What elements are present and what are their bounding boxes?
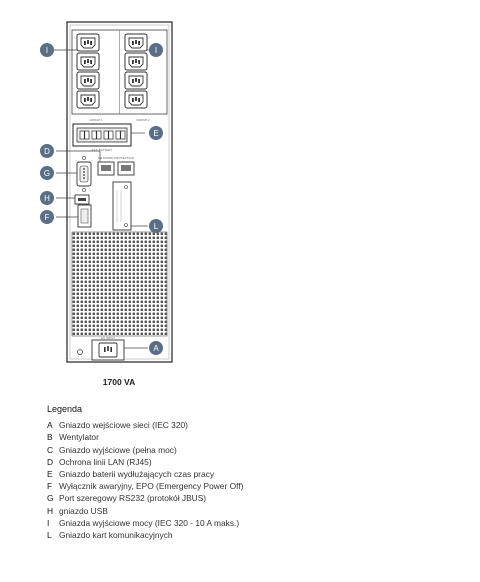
output-socket — [124, 71, 148, 90]
model-label: 1700 VA — [102, 377, 136, 387]
badge-card-slot: L — [149, 219, 163, 233]
legend-text: Wentylator — [59, 432, 99, 443]
output-socket — [124, 90, 148, 109]
legend-key: C — [47, 444, 54, 455]
legend-item: I Gniazda wyjściowe mocy (IEC 320 - 10 A … — [47, 517, 467, 529]
legend-key: F — [47, 481, 53, 492]
lan-protection-ports — [97, 161, 135, 176]
legend-text: Gniazdo wejściowe sieci (IEC 320) — [59, 420, 188, 431]
legend-key: D — [47, 456, 54, 467]
legend-list: A Gniazdo wejściowe sieci (IEC 320) B Wenty… — [47, 419, 467, 541]
legend-item: G Port szeregowy RS232 (protokół JBUS) — [47, 492, 467, 504]
badge-text: G — [44, 169, 50, 178]
communication-card-slot — [112, 181, 132, 231]
legend: Legenda A Gniazdo wejściowe sieci (IEC 32… — [47, 403, 467, 541]
legend-key: H — [47, 505, 54, 516]
output-socket — [76, 33, 100, 52]
legend-text: gniazdo USB — [59, 505, 108, 516]
input-caption: AC INPUT — [101, 336, 115, 340]
legend-key: G — [47, 493, 54, 504]
legend-key: B — [47, 432, 53, 443]
badge-epo: F — [40, 210, 54, 224]
legend-key: E — [47, 469, 53, 480]
badge-text: I — [46, 46, 48, 55]
badge-text: L — [154, 222, 159, 231]
legend-item: C Gniazdo wyjściowe (pełna moc) — [47, 444, 467, 456]
badge-lan: D — [40, 144, 54, 158]
battery-caption: EXT. BATTERY — [92, 148, 113, 152]
ups-rear-panel-diagram: I I E D G H F L A GROUP 1 GROUP 2 EXT. B… — [40, 21, 173, 363]
legend-text: Port szeregowy RS232 (protokół JBUS) — [59, 493, 207, 504]
legend-text: Gniazdo baterii wydłużających czas pracy — [59, 469, 215, 480]
output-socket — [124, 52, 148, 71]
badge-battery: E — [149, 126, 163, 140]
rs232-port — [76, 156, 92, 192]
badge-output-outlets-right: I — [149, 43, 163, 57]
legend-text: Gniazdo kart komunikacyjnych — [59, 530, 173, 541]
legend-text: Ochrona linii LAN (RJ45) — [59, 456, 152, 467]
outlet-caption-right: GROUP 2 — [136, 118, 150, 122]
badge-text: F — [45, 213, 50, 222]
badge-output-outlets-left: I — [40, 43, 54, 57]
legend-text: Wyłącznik awaryjny, EPO (Emergency Power… — [59, 481, 244, 492]
outlet-caption-left: GROUP 1 — [89, 118, 103, 122]
legend-text: Gniazdo wyjściowe (pełna moc) — [59, 444, 177, 455]
badge-rs232: G — [40, 166, 54, 180]
output-socket — [76, 52, 100, 71]
output-socket — [76, 71, 100, 90]
legend-item: L Gniazdo kart komunikacyjnych — [47, 529, 467, 541]
ventilation-grille — [71, 231, 168, 337]
output-outlets-group — [71, 29, 168, 115]
legend-title: Legenda — [47, 404, 83, 414]
badge-text: E — [153, 129, 158, 138]
battery-connector — [72, 123, 132, 147]
leader-lines — [54, 49, 156, 349]
badge-usb: H — [40, 191, 54, 205]
badge-text: H — [44, 194, 50, 203]
legend-item: E Gniazdo baterii wydłużających czas prac… — [47, 468, 467, 480]
mains-input-socket — [77, 339, 125, 361]
legend-item: B Wentylator — [47, 431, 467, 443]
legend-text: Gniazda wyjściowe mocy (IEC 320 - 10 A m… — [59, 517, 240, 528]
legend-item: F Wyłącznik awaryjny, EPO (Emergency Powe… — [47, 480, 467, 492]
legend-key: L — [47, 530, 52, 541]
usb-port — [74, 194, 90, 205]
badge-text: A — [153, 344, 159, 353]
lan-caption: NETWORK PROTECTION — [98, 156, 134, 160]
epo-switch — [77, 204, 92, 228]
legend-key: I — [47, 517, 50, 528]
badge-text: D — [44, 147, 50, 156]
output-socket — [124, 33, 148, 52]
legend-key: A — [47, 420, 53, 431]
legend-item: D Ochrona linii LAN (RJ45) — [47, 456, 467, 468]
legend-item: A Gniazdo wejściowe sieci (IEC 320) — [47, 419, 467, 431]
output-socket — [76, 90, 100, 109]
badge-mains-input: A — [149, 341, 163, 355]
badge-text: I — [155, 46, 157, 55]
